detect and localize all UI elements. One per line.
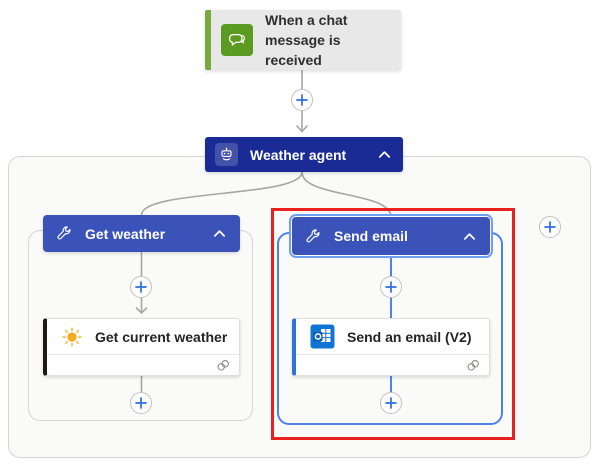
link-icon — [467, 359, 479, 371]
add-action-button-top[interactable] — [291, 89, 313, 111]
trigger-title: When a chat message is received — [265, 11, 348, 69]
agent-header-card[interactable]: Weather agent — [205, 137, 403, 172]
action-title: Send an email (V2) — [347, 328, 472, 345]
chevron-up-icon — [378, 151, 390, 158]
action-title-row: Send an email (V2) — [296, 319, 489, 354]
action-title-row: Get current weather — [47, 319, 239, 354]
tool-title: Get weather — [85, 225, 166, 242]
tool-title: Send email — [334, 228, 408, 244]
chat-bubbles-icon — [221, 24, 253, 56]
tool-header-get-weather[interactable]: Get weather — [43, 215, 240, 252]
robot-icon — [215, 143, 238, 166]
add-icon — [135, 397, 147, 409]
collapse-tool-button[interactable] — [210, 225, 228, 243]
add-icon — [544, 221, 556, 233]
action-card-send-an-email-v2[interactable]: Send an email (V2) — [292, 318, 490, 376]
collapse-tool-button[interactable] — [460, 227, 478, 245]
add-action-button-send-email-bottom[interactable] — [380, 392, 402, 414]
action-footer — [296, 354, 489, 375]
add-icon — [385, 397, 397, 409]
add-action-button-send-email[interactable] — [380, 276, 402, 298]
chevron-up-icon — [213, 230, 225, 237]
add-icon — [135, 281, 147, 293]
add-tool-button[interactable] — [539, 216, 561, 238]
link-icon — [217, 359, 229, 371]
add-action-button-get-weather[interactable] — [130, 276, 152, 298]
trigger-card[interactable]: When a chat message is received — [205, 10, 401, 70]
agent-title: Weather agent — [250, 146, 347, 163]
action-title: Get current weather — [95, 328, 228, 345]
add-action-button-get-weather-bottom[interactable] — [130, 392, 152, 414]
wrench-icon — [57, 226, 72, 241]
chevron-up-icon — [463, 232, 475, 240]
outlook-icon — [310, 324, 335, 349]
action-card-get-current-weather[interactable]: Get current weather — [43, 318, 240, 376]
wrench-icon — [306, 228, 321, 244]
add-icon — [385, 281, 397, 293]
sun-icon — [61, 326, 83, 348]
tool-header-send-email[interactable]: Send email — [292, 217, 490, 255]
arrowhead-down-icon — [295, 124, 309, 133]
collapse-agent-button[interactable] — [375, 146, 393, 164]
action-footer — [47, 354, 239, 375]
add-icon — [296, 94, 308, 106]
